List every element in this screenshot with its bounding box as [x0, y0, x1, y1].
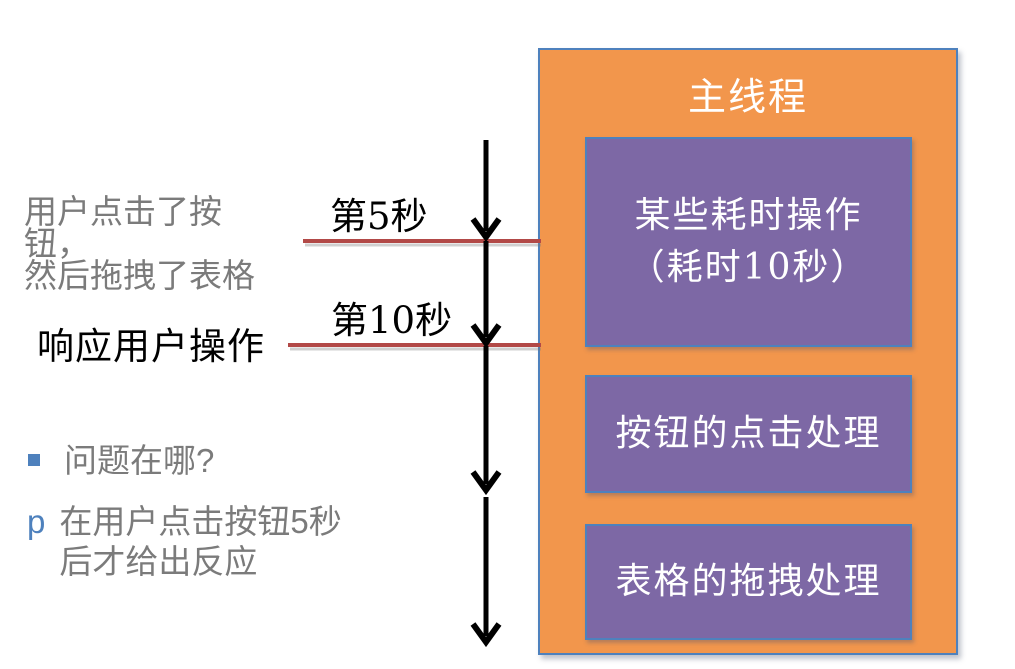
square-bullet-icon: [28, 454, 40, 466]
arrowhead-mid-icon: [470, 470, 502, 496]
bullet-item-answer: p 在用户点击按钮5秒 后才给出反应: [27, 502, 342, 582]
bullet-answer-line2: 后才给出反应: [59, 543, 258, 580]
main-thread-box: 主线程 某些耗时操作 （耗时10秒） 按钮的点击处理 表格的拖拽处理: [538, 48, 958, 655]
bullet-answer-line1: 在用户点击按钮5秒: [59, 503, 342, 540]
task-box-long-operation: 某些耗时操作 （耗时10秒）: [585, 137, 912, 347]
user-action-note: 用户点击了按钮， 然后拖拽了表格: [24, 193, 284, 294]
bullet-problem-text: 问题在哪?: [64, 442, 215, 479]
task-table-drag-line1: 表格的拖拽处理: [615, 561, 882, 602]
timeline-label-10s: 第10秒: [331, 299, 453, 342]
user-action-note-line1: 用户点击了按钮，: [24, 193, 222, 262]
main-thread-title: 主线程: [687, 75, 808, 119]
p-bullet-icon: p: [27, 503, 46, 540]
task-box-button-click: 按钮的点击处理: [585, 375, 912, 493]
task-box-table-drag: 表格的拖拽处理: [585, 524, 912, 640]
timeline-label-5s: 第5秒: [330, 195, 428, 238]
task-long-operation-line1: 某些耗时操作: [634, 195, 863, 236]
respond-note: 响应用户操作: [37, 325, 265, 368]
arrowhead-5s-icon: [470, 217, 502, 243]
bullet-item-problem: 问题在哪?: [28, 441, 214, 481]
task-long-operation-line2: （耗时10秒）: [628, 247, 869, 288]
user-action-note-line2: 然后拖拽了表格: [24, 257, 255, 294]
task-button-click-line1: 按钮的点击处理: [615, 413, 882, 454]
arrowhead-10s-icon: [470, 323, 502, 349]
arrowhead-end-icon: [470, 622, 502, 648]
